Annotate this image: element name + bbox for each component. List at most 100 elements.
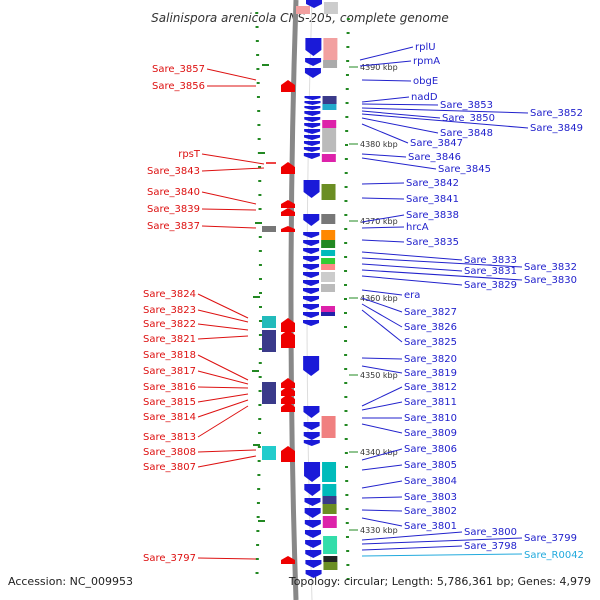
gene-label: Sare_3813: [143, 432, 196, 443]
scale-dot: [256, 544, 260, 546]
label-leader: [197, 293, 249, 319]
scale-dot: [344, 228, 348, 230]
gene-label: Sare_3808: [143, 447, 196, 458]
forward-gene-arrow: [303, 422, 320, 430]
forward-gene-arrow: [305, 570, 322, 578]
gene-label: nadD: [411, 92, 438, 103]
gene-label: Sare_3817: [143, 366, 196, 377]
scale-dot: [345, 466, 349, 468]
gene-label: Sare_3819: [404, 368, 457, 379]
label-leader: [361, 197, 405, 200]
scale-dot: [256, 82, 260, 84]
label-leader: [197, 309, 249, 323]
scale-dot: [258, 278, 262, 280]
label-leader: [361, 365, 403, 374]
label-leader: [361, 239, 405, 243]
forward-gene-arrow: [303, 180, 320, 198]
forward-gene-arrow: [304, 462, 321, 482]
gene-label: Sare_3839: [147, 204, 200, 215]
forward-gene-arrow: [304, 129, 321, 134]
reverse-gene-arrow: [281, 446, 295, 462]
label-leader: [201, 167, 265, 172]
scale-dot: [344, 326, 348, 328]
gene-label: Sare_3830: [524, 275, 577, 286]
scale-dot: [257, 460, 261, 462]
label-leader: [197, 393, 249, 403]
forward-gene-arrow: [303, 272, 320, 278]
gene-label: Sare_3807: [143, 462, 196, 473]
forward-gene-arrow: [303, 153, 320, 159]
reverse-gene-arrow: [281, 208, 295, 216]
cog-block: [322, 496, 337, 504]
gene-label: rplU: [415, 42, 436, 53]
gene-label: Sare_3837: [147, 221, 200, 232]
forward-gene-arrow: [303, 406, 320, 418]
gene-label: era: [404, 290, 420, 301]
kbp-tick-label: 4340 kbp: [360, 448, 398, 457]
forward-gene-arrow: [304, 111, 321, 116]
label-leader: [361, 263, 463, 272]
label-leader: [361, 537, 523, 545]
scale-dot: [345, 102, 349, 104]
gene-label: Sare_3823: [143, 305, 196, 316]
gene-label: Sare_3835: [406, 237, 459, 248]
label-leader: [359, 60, 412, 67]
gene-label: Sare_3857: [152, 64, 205, 75]
scale-dot: [255, 572, 259, 574]
forward-gene-arrow: [304, 117, 321, 122]
forward-gene-arrow: [303, 312, 320, 318]
scale-dot: [344, 340, 348, 342]
scale-dot: [255, 558, 259, 560]
forward-gene-arrow: [305, 38, 322, 56]
scale-dot: [255, 12, 259, 14]
cog-block: [323, 2, 338, 14]
label-leader: [361, 386, 403, 407]
forward-gene-arrow: [303, 214, 320, 226]
scale-dot: [344, 410, 348, 412]
scale-dot: [258, 432, 262, 434]
forward-gene-arrow: [305, 550, 322, 558]
scale-dot: [345, 508, 349, 510]
left-cog-block: [262, 316, 276, 328]
gene-features: [262, 0, 338, 578]
label-leader: [197, 455, 257, 468]
gene-label: Sare_3840: [147, 187, 200, 198]
scale-dot: [344, 256, 348, 258]
scale-dot: [258, 306, 262, 308]
gene-label: Sare_3847: [410, 138, 463, 149]
forward-gene-arrow: [305, 560, 322, 568]
gene-label: Sare_3848: [440, 128, 493, 139]
kbp-tick-label: 4330 kbp: [360, 526, 398, 535]
reverse-gene-arrow: [281, 162, 295, 174]
scale-dot: [346, 578, 350, 580]
genome-backbone: [288, 0, 299, 600]
scale-dot: [257, 138, 261, 140]
scale-dot: [258, 376, 262, 378]
scale-dot: [344, 242, 348, 244]
label-leader: [361, 448, 403, 461]
label-leader: [197, 323, 249, 331]
gene-label: Sare_3843: [147, 166, 200, 177]
gene-label: Sare_3852: [530, 108, 583, 119]
forward-gene-arrow: [303, 304, 320, 310]
cog-block: [323, 556, 338, 562]
scale-dot: [344, 382, 348, 384]
gene-label: Sare_3802: [404, 506, 457, 517]
cog-block: [321, 416, 336, 438]
scale-dot: [344, 396, 348, 398]
scale-dot: [344, 354, 348, 356]
label-leaders: [197, 46, 529, 560]
label-leader: [361, 357, 403, 360]
genome-summary-text: Topology: circular; Length: 5,786,361 bp…: [288, 575, 591, 588]
label-leader: [361, 309, 403, 343]
scale-dot: [344, 172, 348, 174]
cog-block: [321, 312, 336, 316]
scale-dot: [344, 186, 348, 188]
gene-label: Sare_3825: [404, 337, 457, 348]
gene-label: rpsT: [178, 149, 201, 160]
gene-label: Sare_3809: [404, 428, 457, 439]
gene-label: Sare_3831: [464, 266, 517, 277]
gene-label: obgE: [413, 76, 438, 87]
label-leader: [359, 46, 414, 61]
forward-gene-arrow: [304, 123, 321, 128]
